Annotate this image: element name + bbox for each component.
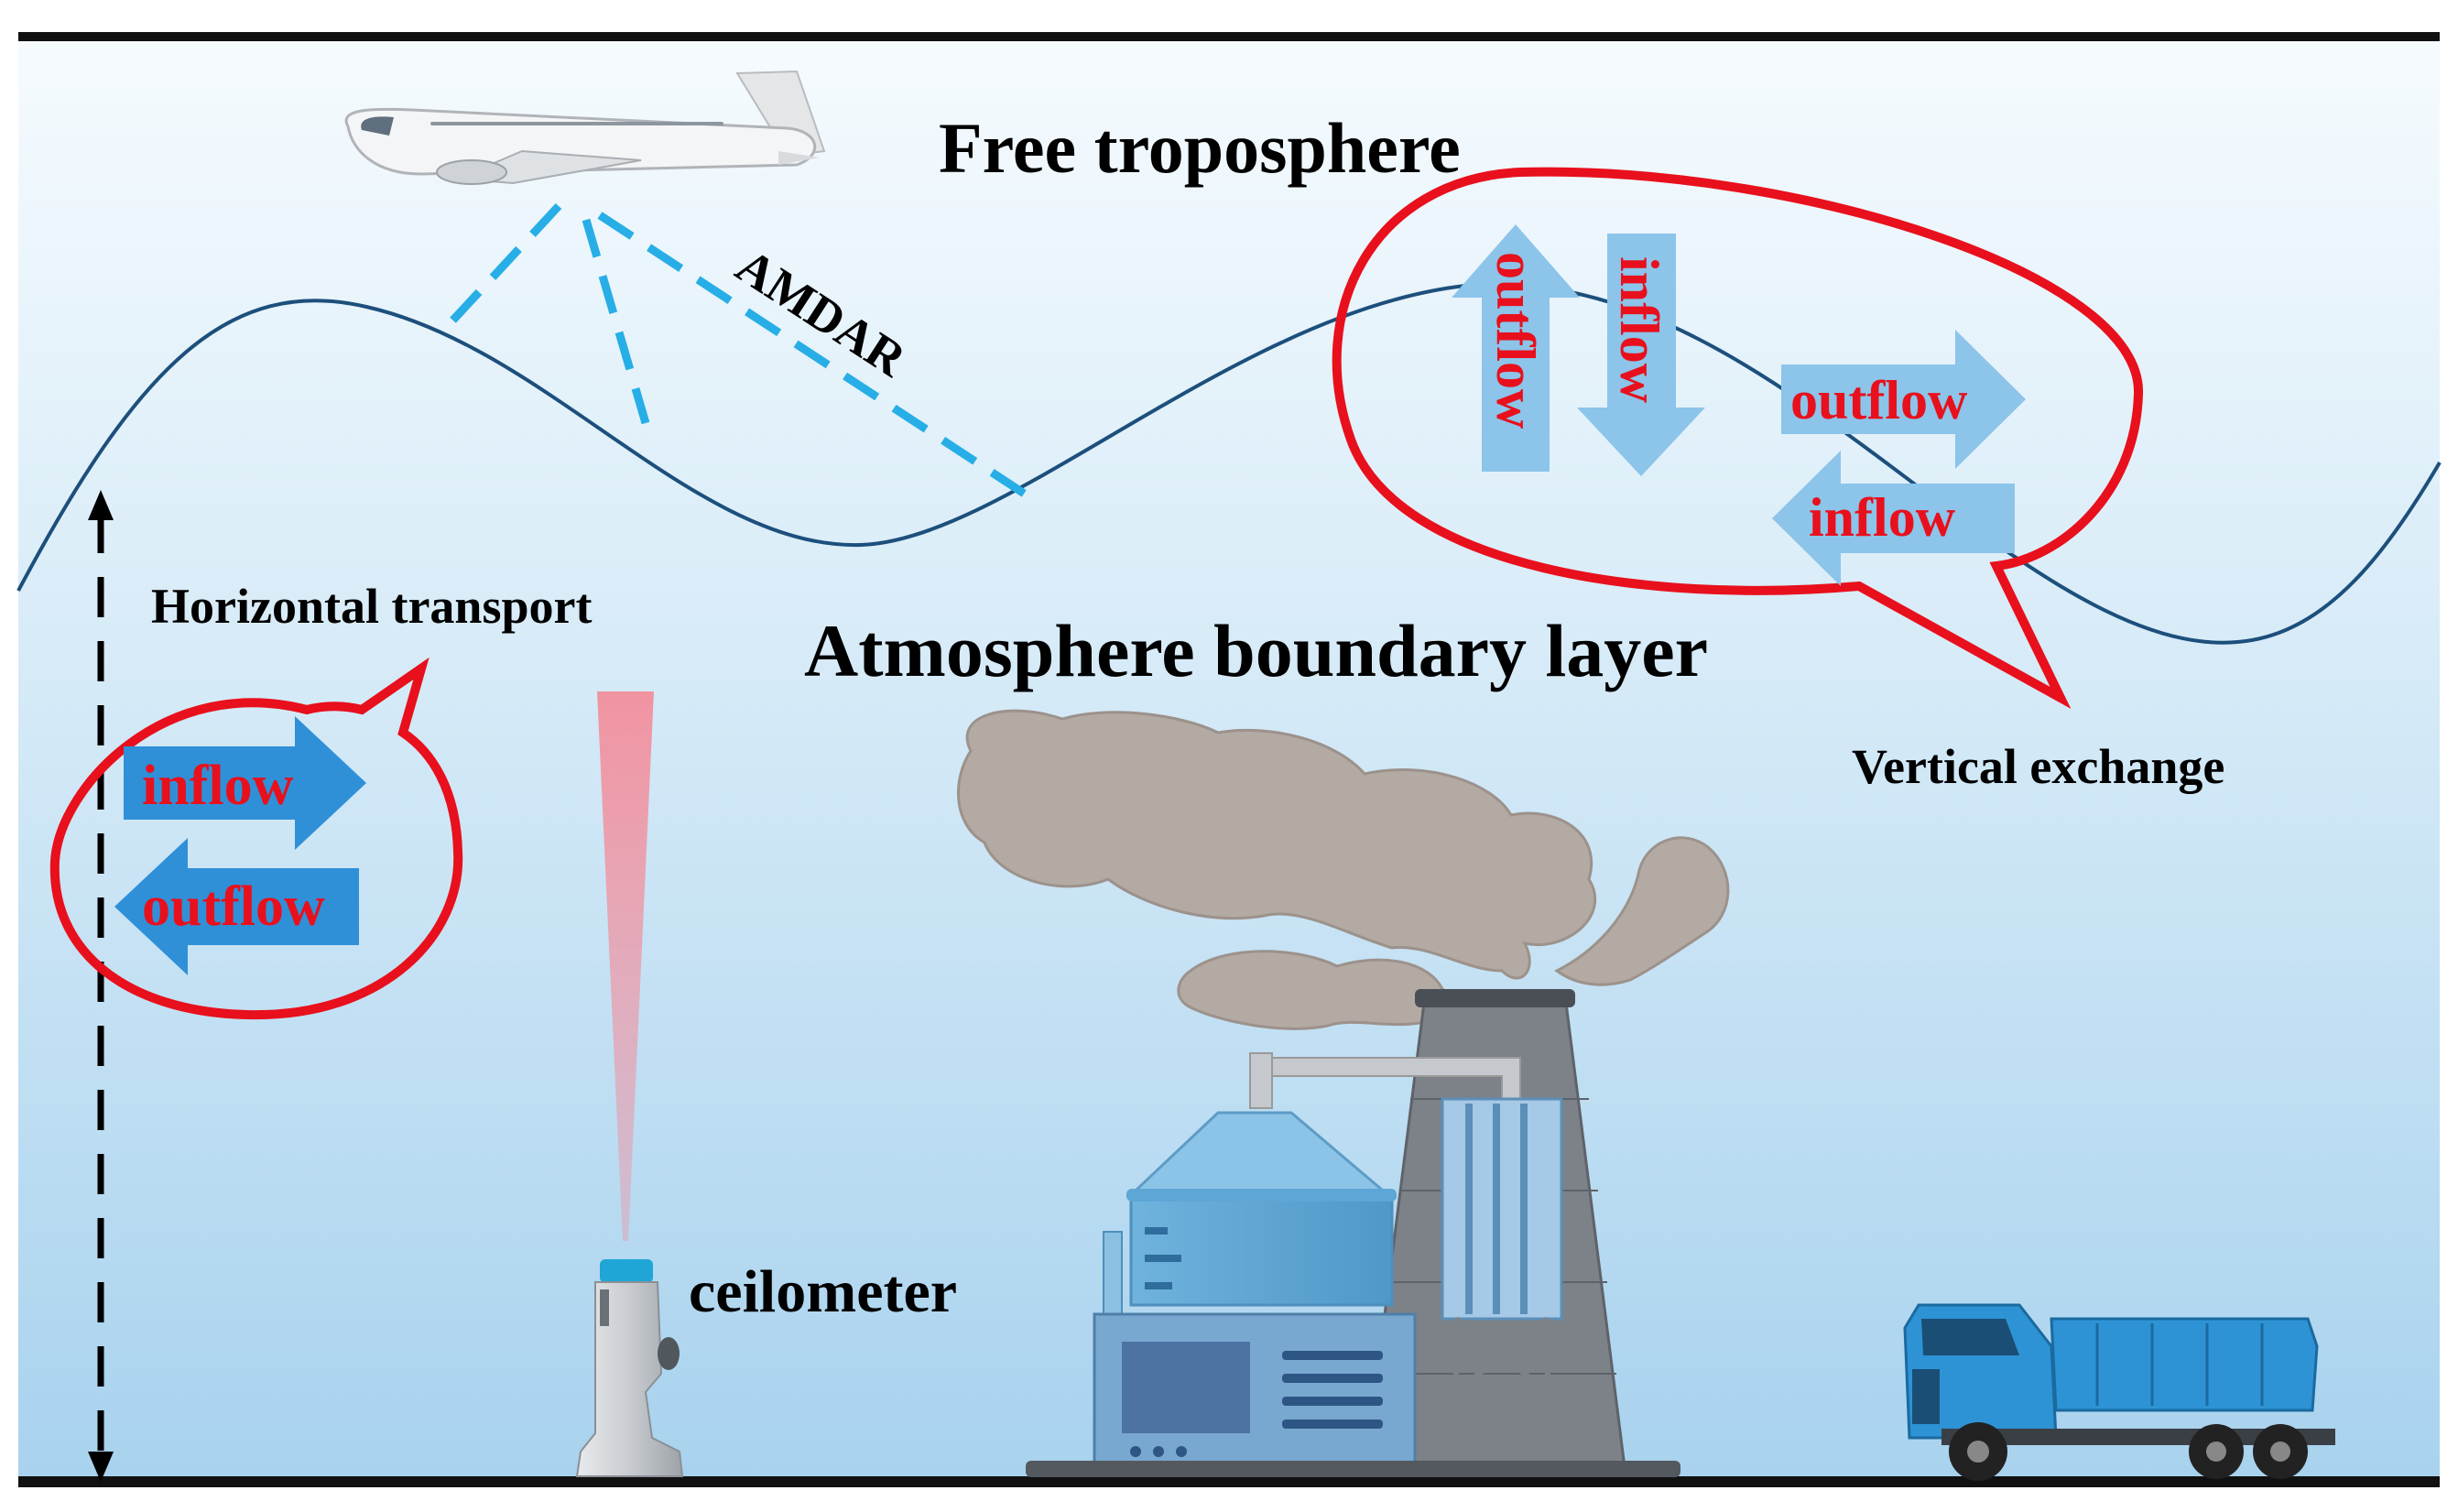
truck-icon — [1903, 1303, 2335, 1481]
amdar-beams — [440, 202, 1028, 498]
horizontal-outflow-label: outflow — [142, 876, 325, 938]
vertical-exchange-bubble: outflow inflow outflow inflow — [1332, 167, 2144, 710]
vertical-outflow-right-label: outflow — [1790, 370, 1968, 430]
factory-icon — [1026, 989, 1680, 1477]
inflow-down-arrow-icon — [1577, 234, 1705, 476]
vertical-inflow-down-label: inflow — [1609, 256, 1669, 404]
vertical-exchange-label: Vertical exchange — [1852, 739, 2224, 794]
airplane-icon — [344, 70, 826, 185]
ceilometer-laser-beam — [597, 691, 654, 1241]
inflow-left-arrow-icon — [1772, 451, 2015, 586]
horizontal-inflow-label: inflow — [142, 755, 294, 817]
horizontal-transport-label: Horizontal transport — [151, 579, 592, 634]
outflow-up-arrow-icon — [1452, 224, 1580, 472]
ceilometer-label: ceilometer — [689, 1258, 957, 1325]
horizontal-transport-bubble: inflow outflow — [49, 657, 463, 1020]
free-troposphere-title: Free troposphere — [939, 108, 1461, 188]
ceilometer-icon — [575, 1259, 684, 1477]
vertical-outflow-up-label: outflow — [1485, 252, 1546, 430]
outflow-left-arrow-icon — [114, 838, 359, 975]
height-double-arrow — [88, 490, 114, 1482]
boundary-layer-top-line — [16, 282, 2442, 645]
vertical-inflow-left-label: inflow — [1809, 487, 1956, 548]
outflow-right-arrow-icon — [1781, 330, 2026, 469]
inflow-right-arrow-icon — [124, 716, 366, 850]
boundary-layer-title: Atmosphere boundary layer — [804, 609, 1708, 692]
smoke-icon — [957, 709, 1730, 1030]
